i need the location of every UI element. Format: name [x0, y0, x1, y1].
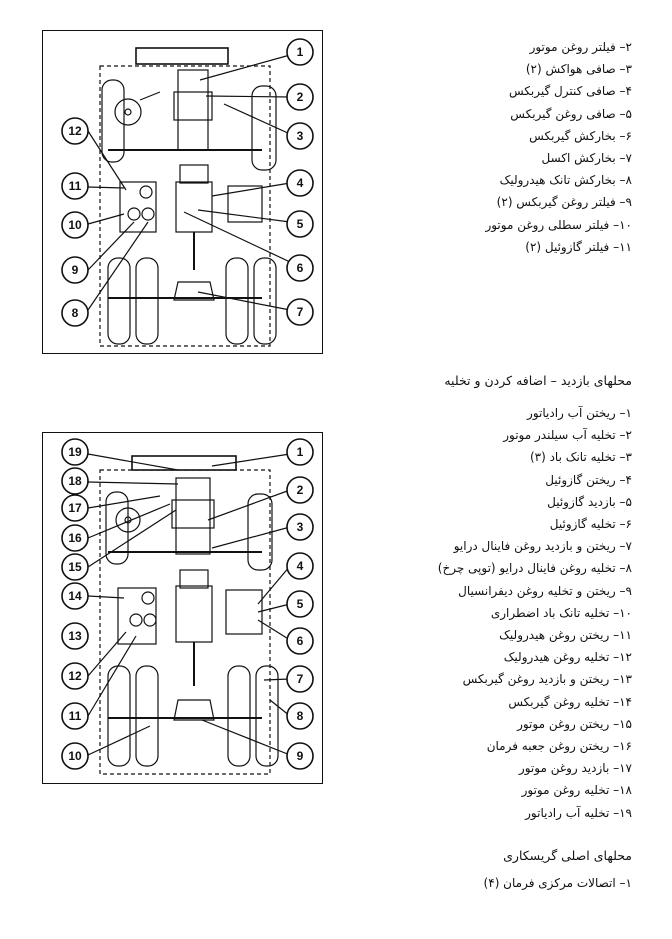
legend2-item: ۶– تخلیه گازوئیل: [549, 517, 632, 532]
section-heading-greasing: محلهای اصلی گریسکاری: [503, 848, 632, 863]
legend2-item: ۵– بازدید گازوئیل: [547, 494, 632, 509]
legend2-item: ۱۳– ریختن و بازدید روغن گیربکس: [462, 672, 632, 687]
legend2-item: ۱– ریختن آب رادیاتور: [527, 406, 632, 420]
section-heading-inspection: محلهای بازدید – اضافه کردن و تخلیه: [444, 373, 632, 388]
legend1: ۲– فیلتر روغن موتور ۳– صافی هواکش (۲) ۴–…: [485, 36, 632, 258]
legend2-item: ۱۲– تخلیه روغن هیدرولیک: [503, 650, 632, 665]
legend1-item: ۷– بخارکش اکسل: [541, 151, 632, 166]
legend2-item: ۱۱– ریختن روغن هیدرولیک: [499, 628, 632, 643]
legend1-item: ۶– بخارکش گیربکس: [529, 128, 632, 143]
legend2-item: ۹– ریختن و تخلیه روغن دیفرانسیال: [458, 583, 632, 598]
legend1-item: ۸– بخارکش تانک هیدرولیک: [499, 173, 632, 188]
legend2-item: ۸– تخلیه روغن فاینال درایو (توپی چرخ): [437, 561, 632, 576]
diagram1-frame: [42, 30, 323, 354]
legend3-item: ۱– اتصالات مرکزی فرمان (۴): [483, 876, 632, 890]
legend1-item: ۱۰– فیلتر سطلی روغن موتور: [485, 217, 632, 232]
legend2-item: ۷– ریختن و بازدید روغن فاینال درایو: [453, 539, 632, 554]
legend1-item: ۲– فیلتر روغن موتور: [529, 40, 632, 54]
legend3: ۱– اتصالات مرکزی فرمان (۴): [484, 872, 632, 894]
legend2-item: ۱۹– تخلیه آب رادیاتور: [525, 805, 632, 820]
legend2-item: ۱۶– ریختن روغن جعبه فرمان: [486, 739, 632, 754]
legend2-item: ۴– ریختن گازوئیل: [545, 472, 632, 487]
legend2-item: ۳– تخلیه تانک باد (۳): [529, 450, 632, 465]
legend1-item: ۱۱– فیلتر گازوئیل (۲): [525, 239, 632, 254]
legend2-item: ۱۴– تخلیه روغن گیربکس: [508, 694, 632, 709]
legend2-item: ۱۰– تخلیه تانک باد اضطراری: [490, 605, 632, 620]
legend1-item: ۵– صافی روغن گیربکس: [510, 106, 632, 121]
legend2-item: ۱۵– ریختن روغن موتور: [517, 716, 632, 731]
legend2-item: ۱۷– بازدید روغن موتور: [518, 761, 632, 776]
legend1-item: ۹– فیلتر روغن گیربکس (۲): [496, 195, 632, 210]
diagram2-frame: [42, 432, 323, 784]
legend1-item: ۳– صافی هواکش (۲): [525, 62, 632, 77]
legend2-item: ۲– تخلیه آب سیلندر موتور: [503, 428, 632, 443]
legend1-item: ۴– صافی کنترل گیربکس: [509, 84, 632, 99]
legend2: ۱– ریختن آب رادیاتور ۲– تخلیه آب سیلندر …: [438, 402, 632, 824]
legend2-item: ۱۸– تخلیه روغن موتور: [521, 783, 632, 798]
